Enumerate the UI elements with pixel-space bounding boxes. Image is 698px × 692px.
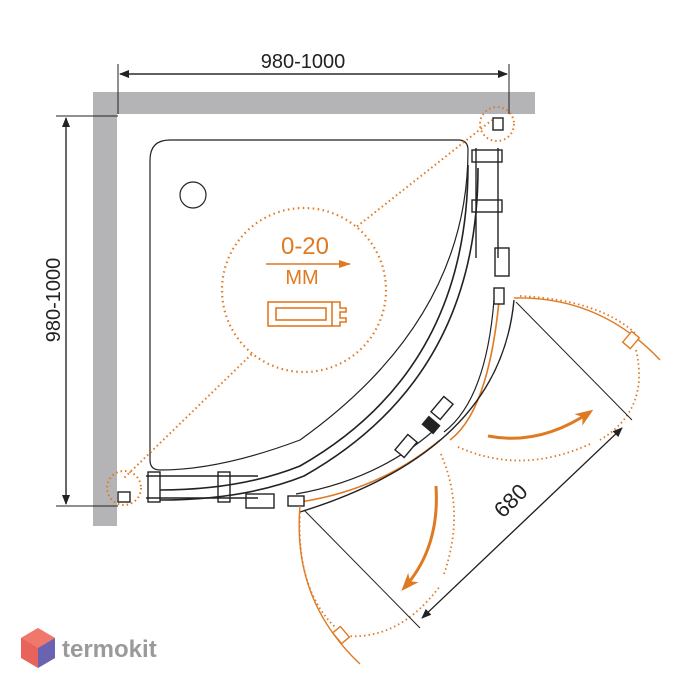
swing-arrow-down-icon xyxy=(401,485,438,591)
drain-icon xyxy=(179,181,207,209)
door-handles xyxy=(287,287,505,507)
swing-arrow-right-icon xyxy=(487,409,594,440)
watermark: termokit xyxy=(21,628,157,668)
adjustment-unit-label: ММ xyxy=(285,267,318,289)
termokit-logo-icon xyxy=(21,628,55,668)
top-dimension: 980-1000 xyxy=(117,51,510,114)
left-dimension-label: 980-1000 xyxy=(43,258,65,343)
sliding-door-panel xyxy=(295,289,515,513)
side-wall xyxy=(93,92,117,526)
top-dimension-label: 980-1000 xyxy=(261,51,346,73)
corner-detail-markers xyxy=(106,106,515,506)
fixed-glass-panel xyxy=(159,164,479,501)
door-opening-label: 680 xyxy=(489,479,533,523)
adjustment-range-label: 0-20 xyxy=(281,233,329,260)
left-dimension: 980-1000 xyxy=(43,115,118,507)
door-motion-arrows xyxy=(401,409,594,591)
wall-profile-bottom xyxy=(117,471,275,509)
walls xyxy=(93,92,535,526)
callout-leaders xyxy=(123,119,493,479)
adjustment-callout: 0-20 ММ xyxy=(220,206,388,374)
door-swung-positions xyxy=(298,297,661,665)
back-wall xyxy=(93,92,535,114)
watermark-brand-label: termokit xyxy=(62,636,157,663)
wall-profile-icon xyxy=(267,301,347,327)
corner-marker-top xyxy=(479,106,515,142)
corner-marker-left xyxy=(106,470,142,506)
